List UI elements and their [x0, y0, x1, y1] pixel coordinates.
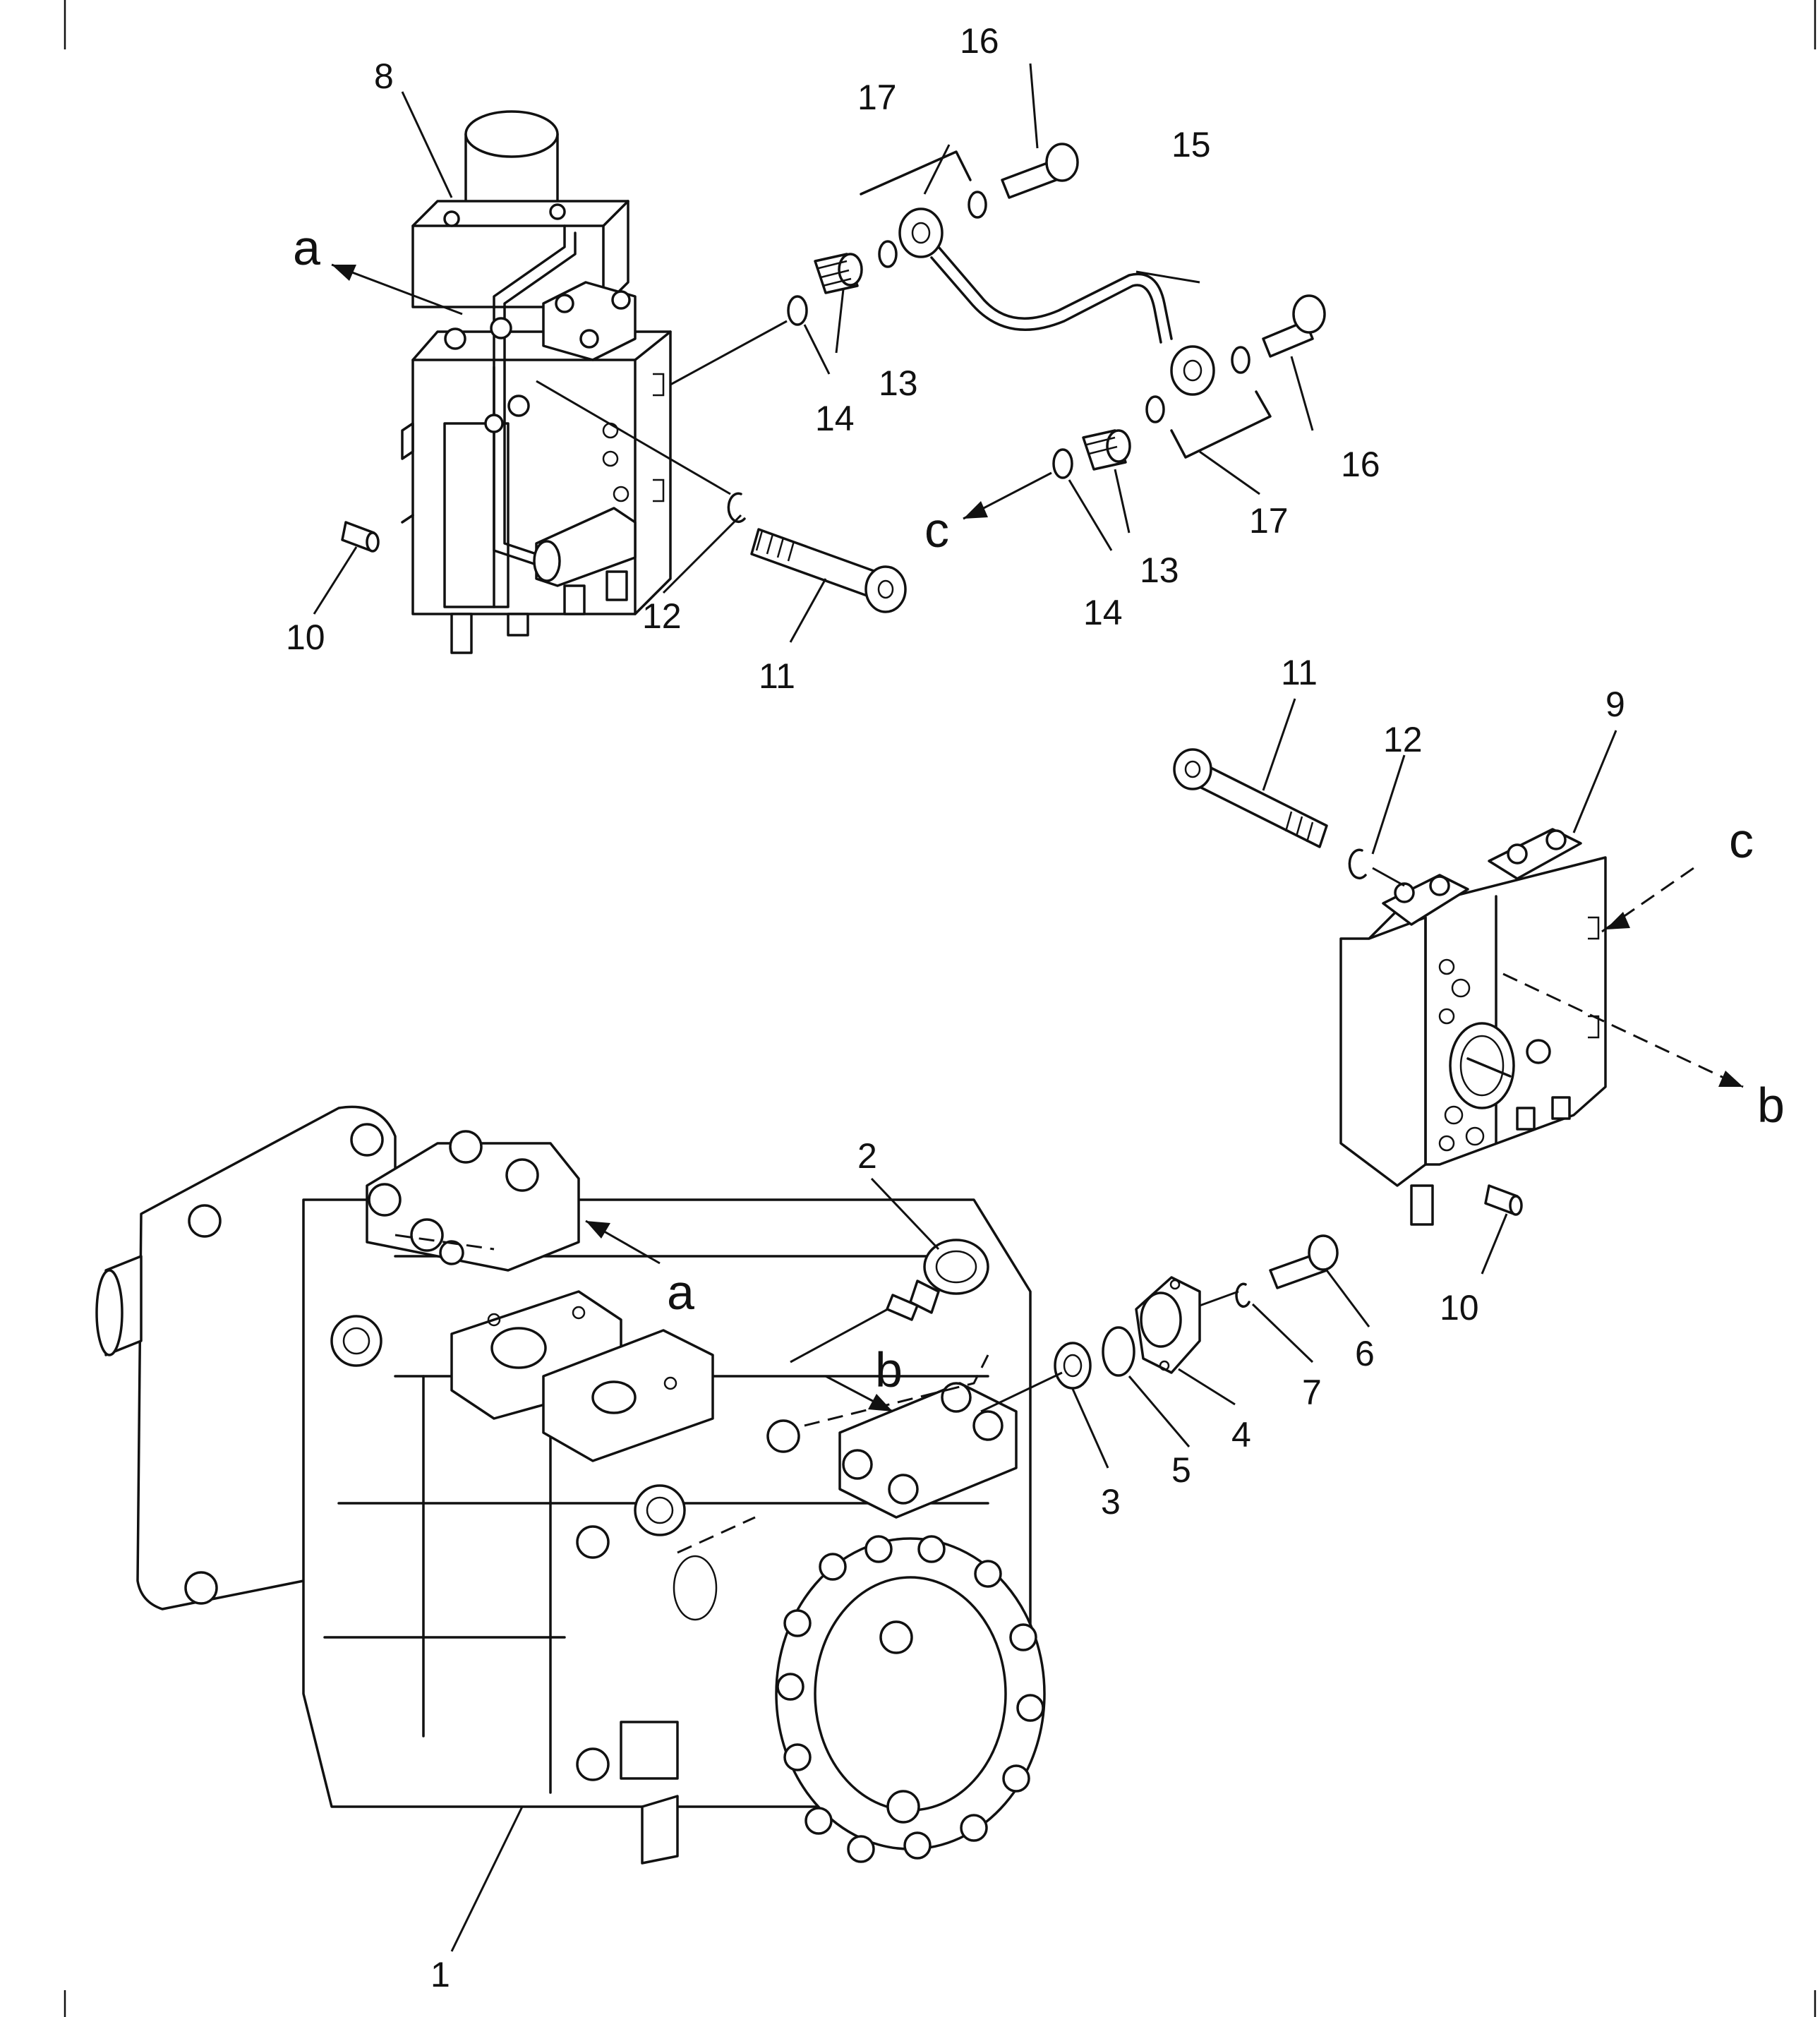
- plug-3: [1054, 1342, 1092, 1390]
- callout-9: 9: [1605, 685, 1625, 724]
- arrow-c-right: [1601, 867, 1694, 933]
- callout-8: 8: [374, 56, 394, 96]
- label-a-lower: a: [667, 1265, 694, 1320]
- label-b-right: b: [1757, 1078, 1785, 1133]
- washer-7: [1235, 1282, 1251, 1308]
- label-c-right: c: [1729, 813, 1754, 868]
- tube-15: [898, 207, 1215, 396]
- callout-12: 12: [642, 596, 682, 636]
- oring-14-upper: [787, 295, 808, 326]
- callout-1: 1: [430, 1955, 450, 1994]
- arrow-a-upper: [331, 263, 463, 315]
- label-c-upper: c: [924, 502, 949, 558]
- washer-12-upper: [727, 492, 746, 523]
- callout-7: 7: [1302, 1373, 1322, 1412]
- arrow-a-lower: [585, 1220, 661, 1265]
- eyebolt-2: [886, 1239, 989, 1321]
- callout-4: 4: [1231, 1415, 1251, 1455]
- callout-10: 10: [1440, 1288, 1479, 1327]
- valve-assembly-9: [1339, 828, 1607, 1226]
- callout-2: 2: [857, 1136, 877, 1176]
- bolt-11-right: [1173, 748, 1328, 848]
- callout-17: 17: [1249, 501, 1289, 541]
- valve-assembly-8: [401, 110, 672, 654]
- washer-12-right: [1348, 848, 1367, 879]
- oring-5: [1102, 1326, 1135, 1377]
- pin-10-right: [1484, 1184, 1523, 1216]
- callout-6: 6: [1355, 1334, 1375, 1373]
- label-a-upper: a: [293, 220, 320, 275]
- arrow-c-upper: [963, 471, 1052, 520]
- arrow-b-right: [1502, 973, 1744, 1088]
- pump-dash-2: [677, 1516, 756, 1554]
- label-b-lower: b: [875, 1342, 903, 1397]
- oring-14-lower: [1052, 448, 1073, 479]
- pump-dash-a: [394, 1234, 495, 1251]
- callout-12: 12: [1383, 720, 1423, 759]
- frame-marks: [64, 0, 1816, 2017]
- pump-dash-b: [804, 1354, 989, 1427]
- pump-1: [95, 1105, 1046, 1865]
- callout-11: 11: [759, 656, 795, 696]
- callout-3: 3: [1101, 1482, 1121, 1522]
- callout-14: 14: [1083, 593, 1123, 632]
- arrow-b-lower: [825, 1375, 893, 1413]
- bolt-16-upper: [1001, 143, 1079, 199]
- bolt-6: [1269, 1234, 1339, 1289]
- leader-lines: [313, 63, 1617, 1952]
- bolt-11-upper: [750, 528, 907, 613]
- callout-16: 16: [960, 21, 999, 61]
- callout-10: 10: [286, 618, 325, 657]
- callout-15: 15: [1171, 125, 1211, 164]
- callout-13: 13: [1140, 550, 1179, 590]
- callout-11: 11: [1281, 653, 1318, 692]
- oring-17-lower-b: [1231, 346, 1251, 374]
- callout-16: 16: [1341, 445, 1380, 484]
- bolt-16-lower: [1262, 294, 1326, 358]
- callout-14: 14: [815, 399, 855, 438]
- oring-17-upper-b: [968, 191, 987, 219]
- pin-10-upper: [341, 521, 380, 553]
- plug-13-upper: [814, 253, 863, 294]
- bracket-17-lower: [1170, 390, 1272, 459]
- oring-17-lower-a: [1145, 395, 1165, 423]
- callout-13: 13: [879, 363, 918, 403]
- callout-17: 17: [857, 78, 897, 117]
- oring-17-upper-a: [878, 240, 898, 268]
- plug-13-lower: [1082, 429, 1131, 471]
- bracket-17-upper: [860, 150, 972, 195]
- flange-4: [1135, 1276, 1201, 1374]
- callout-5: 5: [1171, 1450, 1191, 1490]
